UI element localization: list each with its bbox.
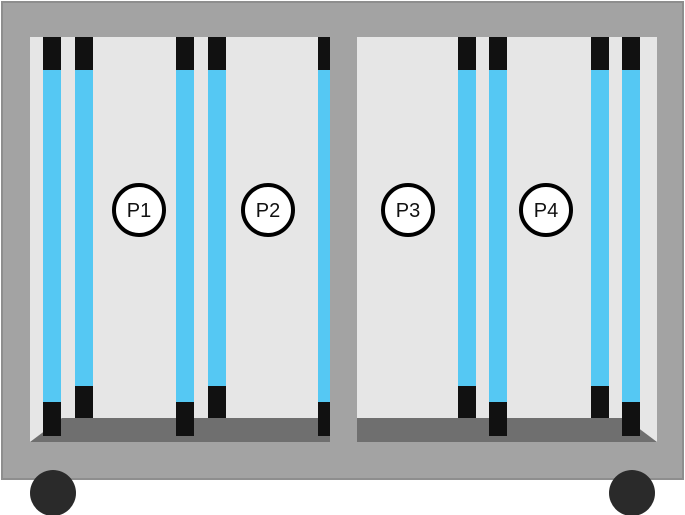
wheel-left (30, 470, 76, 515)
svg-text:P1: P1 (127, 200, 151, 222)
light-tube-9 (622, 37, 640, 436)
light-tube-6 (458, 37, 476, 418)
light-tube-8 (591, 37, 609, 418)
tube-cap-top (622, 37, 640, 70)
tube-cap-top (176, 37, 194, 70)
label-p1: P1 (112, 183, 166, 237)
tube-group (43, 37, 640, 436)
tube-cap-bottom (75, 386, 93, 418)
tube-glass (208, 70, 226, 386)
wheel-right (609, 470, 655, 515)
tube-glass (489, 70, 507, 402)
light-tube-2 (75, 37, 93, 418)
tube-glass (176, 70, 194, 402)
tube-glass (75, 70, 93, 386)
light-tube-4 (208, 37, 226, 418)
light-tube-1 (43, 37, 61, 436)
tube-cap-bottom (591, 386, 609, 418)
label-p2: P2 (241, 183, 295, 237)
tube-cap-bottom (43, 402, 61, 436)
tube-cap-top (43, 37, 61, 70)
light-tube-3 (176, 37, 194, 436)
svg-text:P4: P4 (534, 200, 558, 222)
tube-glass (591, 70, 609, 386)
tube-glass (622, 70, 640, 402)
tube-cap-top (458, 37, 476, 70)
tube-cap-top (591, 37, 609, 70)
light-tube-7 (489, 37, 507, 436)
tube-cap-top (208, 37, 226, 70)
tube-glass (43, 70, 61, 402)
tube-glass (458, 70, 476, 386)
tube-cap-bottom (489, 402, 507, 436)
tube-cap-top (318, 37, 330, 70)
svg-text:P2: P2 (256, 200, 280, 222)
label-p3: P3 (381, 183, 435, 237)
light-tube-5 (318, 37, 330, 436)
tube-cap-top (75, 37, 93, 70)
svg-text:P3: P3 (396, 200, 420, 222)
tube-cap-bottom (458, 386, 476, 418)
tube-cap-bottom (622, 402, 640, 436)
label-p4: P4 (519, 183, 573, 237)
tube-cap-bottom (208, 386, 226, 418)
tube-glass (318, 70, 330, 402)
tube-cap-bottom (318, 402, 330, 436)
tube-cap-top (489, 37, 507, 70)
center-divider (330, 37, 357, 442)
tube-cap-bottom (176, 402, 194, 436)
